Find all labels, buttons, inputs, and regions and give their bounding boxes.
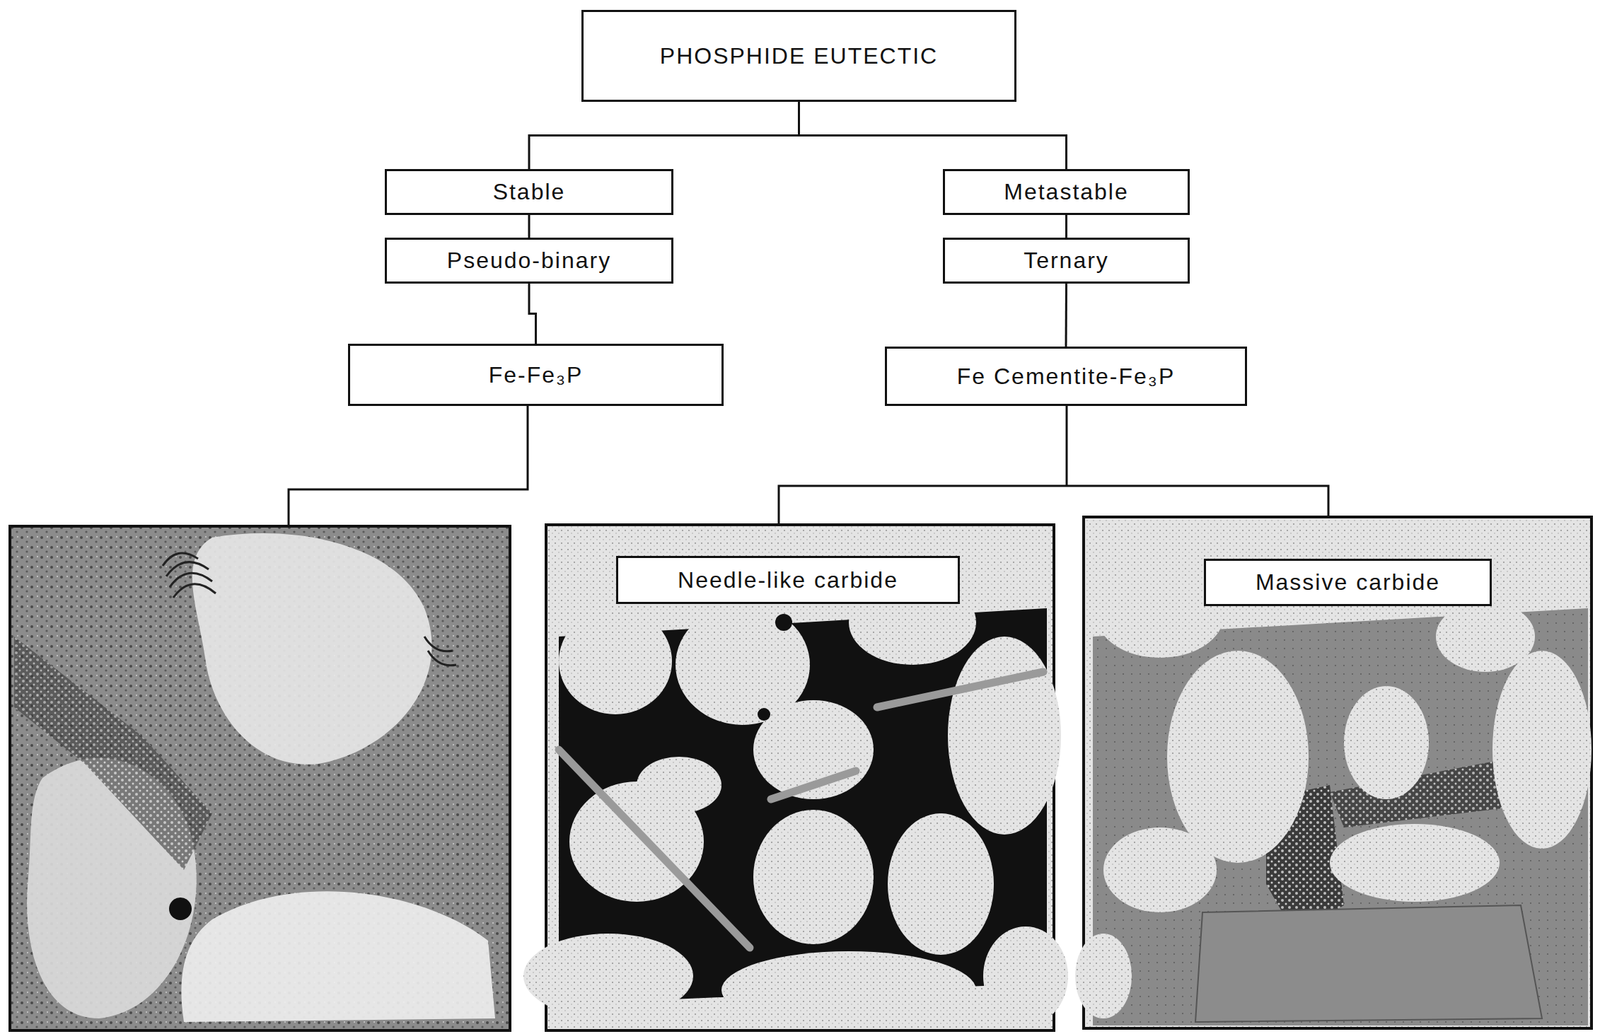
- tree-connector: [528, 215, 531, 238]
- micrograph-label: Needle-like carbide: [616, 555, 960, 605]
- system-box: Ternary: [942, 237, 1190, 284]
- node-text: Pseudo-binary: [447, 247, 612, 274]
- node-text: Massive carbide: [1255, 569, 1441, 596]
- category-box: Metastable: [942, 169, 1190, 216]
- node-text: Stable: [493, 178, 566, 206]
- leader-lines: [288, 406, 1329, 527]
- micrograph-label: Massive carbide: [1203, 558, 1492, 607]
- title-box: PHOSPHIDE EUTECTIC: [581, 9, 1017, 102]
- category-box: Stable: [384, 169, 674, 216]
- node-text: Ternary: [1023, 247, 1110, 274]
- tree-connector: [1065, 215, 1068, 238]
- node-text: Fe-Fe₃P: [488, 362, 584, 389]
- tree-connector: [799, 101, 1067, 170]
- node-text: Fe Cementite-Fe₃P: [957, 363, 1175, 390]
- phase-box: Fe-Fe₃P: [348, 343, 724, 407]
- stable-micrograph: [9, 526, 510, 1031]
- tree-connector: [529, 101, 800, 170]
- system-box: Pseudo-binary: [384, 237, 674, 284]
- node-text: Needle-like carbide: [677, 567, 899, 594]
- node-text: PHOSPHIDE EUTECTIC: [659, 43, 938, 70]
- phase-box: Fe Cementite-Fe₃P: [884, 346, 1248, 407]
- needle-carbide-micrograph: [523, 524, 1069, 1031]
- tree-connector: [529, 283, 537, 344]
- node-text: Metastable: [1003, 178, 1129, 206]
- tree-connector: [1065, 283, 1069, 347]
- massive-carbide-micrograph: [1075, 517, 1592, 1029]
